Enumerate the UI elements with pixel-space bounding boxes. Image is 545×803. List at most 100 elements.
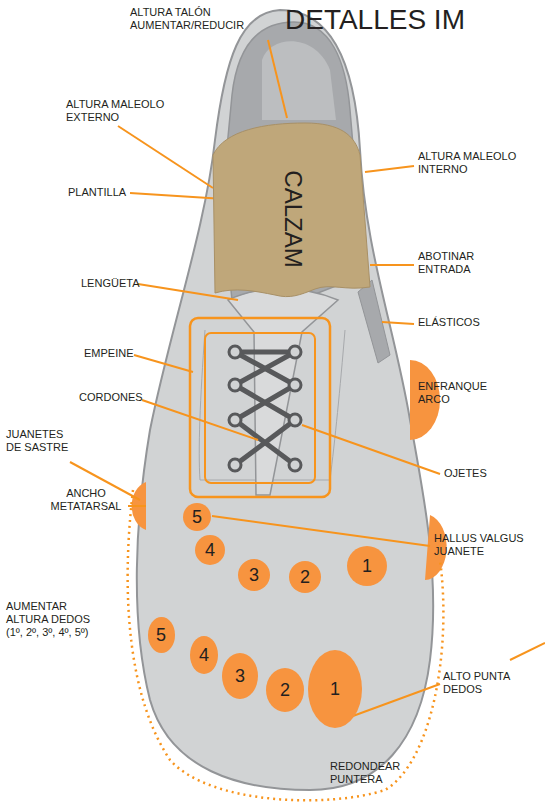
part-label: ANCHO METATARSAL (51, 487, 122, 512)
toe-zone-circle: 3 (238, 559, 270, 591)
eyelet (289, 346, 301, 358)
circle-fill (347, 546, 387, 586)
lace (235, 352, 295, 385)
callout-number: 4 (205, 540, 215, 561)
part-label-box: EMPEINE (84, 347, 134, 360)
part-label: HALLUS VALGUS JUANETE (434, 532, 524, 557)
part-label-box: OJETES (444, 467, 487, 480)
part-label-box: ALTURA MALEOLO EXTERNO (66, 98, 176, 124)
eyelet (229, 414, 241, 426)
part-label-box: ELÁSTICOS (418, 316, 480, 329)
part-label: ALTURA MALEOLO INTERNO (418, 150, 516, 175)
leader-line (382, 322, 414, 324)
part-label-box: ALTO PUNTA DEDOS (443, 670, 533, 696)
leader-line (370, 264, 414, 266)
toe-outline-dotted (128, 490, 444, 800)
insole-brand-text: CALZAM (279, 170, 307, 267)
part-label-box: JUANETES DE SASTRE (6, 428, 81, 454)
eyelet (229, 459, 241, 471)
part-label: ENFRANQUE ARCO (418, 380, 487, 405)
part-label: EMPEINE (84, 347, 134, 359)
circle-fill (183, 503, 211, 531)
circle-fill (222, 653, 258, 699)
lace (235, 385, 295, 420)
part-label-box: ABOTINAR ENTRADA (418, 250, 503, 276)
leader-line (142, 400, 258, 440)
eyelet (289, 379, 301, 391)
insole-shape: CALZAM (205, 115, 375, 315)
shoe-sole (137, 10, 433, 790)
part-label: PLANTILLA (68, 186, 126, 198)
toe-zone-circle: 3 (222, 653, 258, 699)
callout-number: 2 (300, 567, 310, 588)
eyelet (229, 346, 241, 358)
callout-number: 4 (199, 645, 209, 666)
heel-counter (262, 41, 336, 120)
part-label-box: REDONDEAR PUNTERA (330, 760, 420, 786)
part-label-box: AUMENTAR ALTURA DEDOS (1º, 2º, 3º, 4º, 5… (6, 600, 104, 640)
part-label: ABOTINAR ENTRADA (418, 250, 474, 275)
part-label-box: ANCHO METATARSAL (46, 487, 126, 513)
toe-zone-circle: 2 (266, 668, 304, 712)
part-label: AUMENTAR ALTURA DEDOS (1º, 2º, 3º, 4º, 5… (6, 600, 90, 638)
callout-number: 2 (280, 680, 290, 701)
title-text: DETALLES IM (285, 4, 465, 35)
part-label: ALTURA MALEOLO EXTERNO (66, 98, 164, 123)
toe-zone-circle: 4 (190, 636, 218, 674)
part-label-box: ENFRANQUE ARCO (418, 380, 503, 406)
callout-number: 5 (156, 625, 166, 646)
toe-zone-circle: 4 (195, 535, 225, 565)
part-label-box: ALTURA TALÓN AUMENTAR/REDUCIR (130, 6, 280, 32)
part-label: LENGÜETA (81, 277, 139, 289)
leader-line (302, 425, 440, 474)
lace (235, 352, 295, 385)
circle-fill (238, 559, 270, 591)
circle-fill (266, 668, 304, 712)
toe-zone-circle: 1 (308, 650, 362, 728)
part-label: ELÁSTICOS (418, 316, 480, 328)
lace (235, 350, 295, 355)
part-label-box: CORDONES (79, 391, 143, 404)
leader-line (365, 166, 414, 172)
callout-number: 5 (192, 507, 202, 528)
callout-number: 3 (235, 666, 245, 687)
lace (235, 385, 295, 420)
leader-line (510, 643, 545, 660)
part-label-box: LENGÜETA (81, 277, 139, 290)
lace (235, 420, 295, 465)
toe-zone-circle: 1 (347, 546, 387, 586)
part-label-box: HALLUS VALGUS JUANETE (434, 532, 539, 558)
tongue (228, 289, 338, 495)
circle-fill (195, 535, 225, 565)
circle-fill (308, 650, 362, 728)
leader-line (134, 355, 193, 372)
part-label-box: ALTURA MALEOLO INTERNO (418, 150, 528, 176)
part-label: OJETES (444, 467, 487, 479)
insole-fill (213, 123, 370, 297)
leader-line (268, 40, 287, 118)
instep-zone (190, 318, 330, 497)
eyelet (289, 459, 301, 471)
instep-zone-inner (205, 333, 315, 483)
circle-fill (289, 561, 321, 593)
part-label: JUANETES DE SASTRE (6, 428, 68, 453)
circle-fill (190, 636, 218, 674)
leader-line (212, 516, 430, 546)
leader-line (128, 505, 146, 507)
eyelet (229, 379, 241, 391)
toe-zone-circle: 5 (183, 503, 211, 531)
eyelet (289, 414, 301, 426)
lace (235, 420, 295, 465)
callout-number: 3 (249, 565, 259, 586)
callout-number: 1 (330, 679, 340, 700)
part-label: ALTO PUNTA DEDOS (443, 670, 510, 695)
part-label: CORDONES (79, 391, 143, 403)
toe-zone-circle: 2 (289, 561, 321, 593)
diagram-title: DETALLES IM (285, 4, 465, 36)
part-label: REDONDEAR PUNTERA (330, 760, 400, 785)
callout-number: 1 (362, 556, 372, 577)
leader-line (118, 126, 213, 188)
circle-fill (148, 617, 175, 653)
part-label: ALTURA TALÓN AUMENTAR/REDUCIR (130, 6, 244, 31)
toe-zone-circle: 5 (148, 617, 175, 653)
